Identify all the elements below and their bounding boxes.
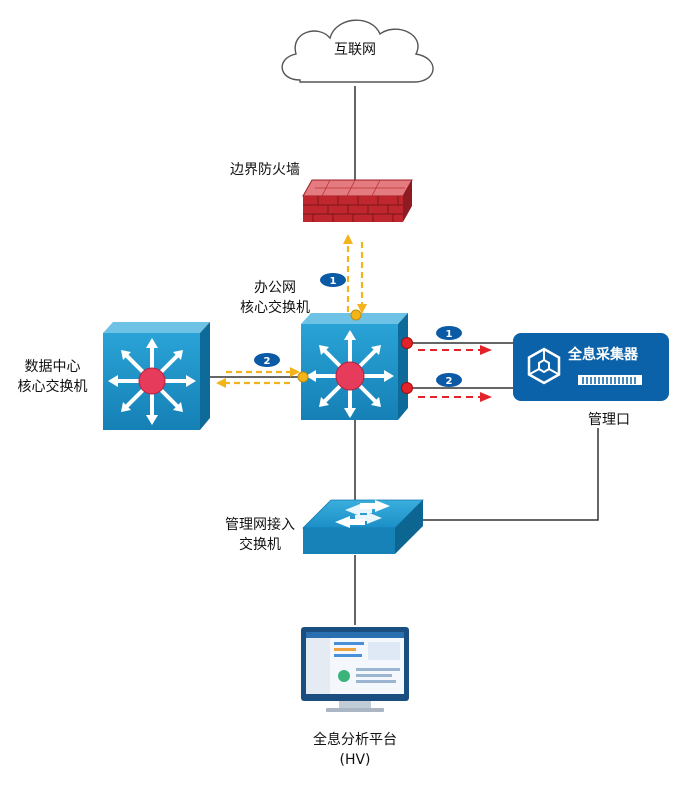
platform-label-line1: 全息分析平台 [313, 732, 397, 748]
office-core-label: 办公网 核心交换机 [225, 278, 325, 318]
platform-label-line2: (HV) [339, 752, 371, 768]
mgmt-port-label: 管理口 [588, 412, 630, 428]
svg-text:1: 1 [446, 329, 453, 340]
mirror-port-2 [401, 382, 413, 394]
mgmt-access-label: 管理网接入 交换机 [205, 515, 315, 555]
svg-text:1: 1 [330, 276, 337, 287]
internet-label: 互联网 [334, 42, 376, 58]
firewall-brick-icon [302, 179, 413, 222]
office-core-label-line2: 核心交换机 [240, 300, 310, 316]
dc-core-label: 数据中心 核心交换机 [5, 357, 100, 397]
badge-collector-flow-1: 1 [436, 326, 462, 340]
badge-dc-flow: 2 [254, 353, 280, 367]
mgmt-access-label-line1: 管理网接入 [225, 517, 295, 533]
dc-core-switch-icon [103, 322, 210, 430]
layer2-switch-icon [302, 499, 424, 554]
collector-label: 全息采集器 [568, 347, 638, 363]
link-mgmt-port [423, 428, 599, 521]
svg-text:2: 2 [446, 376, 453, 387]
office-core-switch-icon [301, 313, 408, 420]
firewall-label: 边界防火墙 [230, 162, 300, 178]
badge-collector-flow-2: 2 [436, 373, 462, 387]
mgmt-access-label-line2: 交换机 [239, 537, 281, 553]
connections [210, 86, 599, 625]
flow-arrows-dc [216, 367, 300, 388]
mirror-port-1 [401, 337, 413, 349]
office-core-top-port [350, 309, 362, 321]
platform-label: 全息分析平台 (HV) [295, 730, 415, 770]
cloud-icon [281, 19, 434, 83]
collector-port-strip-icon [578, 375, 642, 385]
dc-core-label-line2: 核心交换机 [17, 379, 88, 395]
office-core-left-port [297, 371, 309, 383]
mirror-arrows [418, 345, 492, 402]
collector-device [513, 333, 669, 401]
dc-core-label-line1: 数据中心 [24, 359, 81, 375]
badge-firewall-flow: 1 [320, 273, 346, 287]
collector-hex-icon [527, 347, 561, 385]
flow-arrows-firewall [343, 234, 367, 314]
svg-text:2: 2 [264, 356, 271, 367]
office-core-label-line1: 办公网 [254, 280, 296, 296]
monitor-icon [301, 627, 409, 712]
